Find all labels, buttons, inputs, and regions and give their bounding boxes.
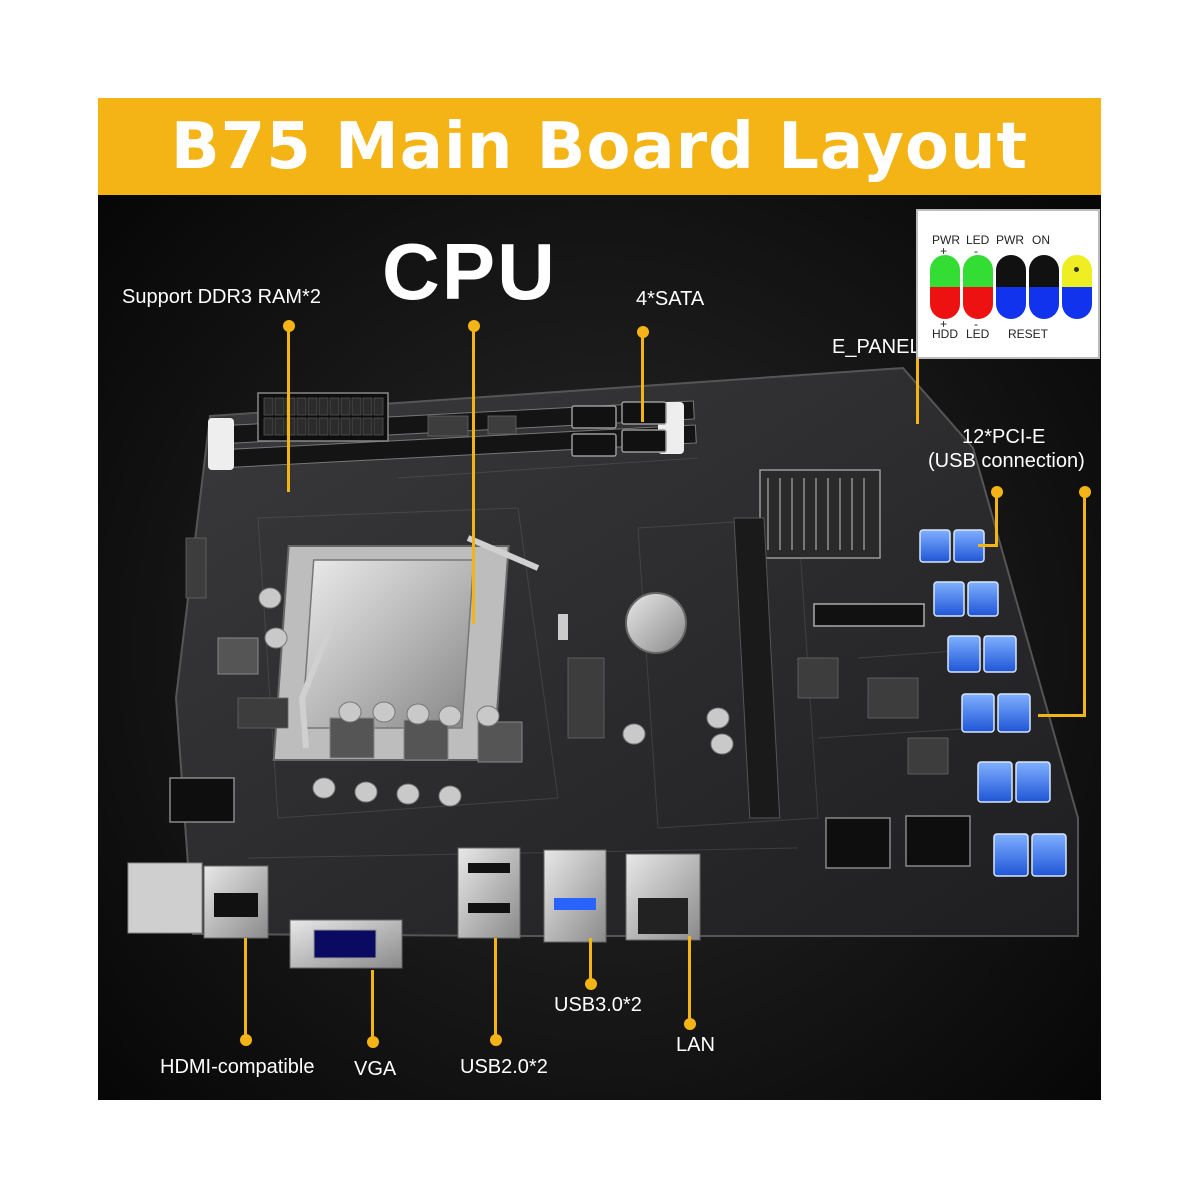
lan-leader-line <box>688 936 691 1022</box>
page-title: B75 Main Board Layout <box>170 109 1029 184</box>
pcie-label-line1: 12*PCI-E <box>962 426 1046 448</box>
e-panel-label: E_PANEL <box>832 336 921 358</box>
pin-4-bottom-color <box>1029 287 1059 319</box>
sata-leader-dot <box>637 326 649 338</box>
e-panel-pin-3 <box>996 255 1026 319</box>
e-panel-pin-2 <box>963 255 993 319</box>
polarity-plus-bottom: + <box>940 317 948 331</box>
usb-riser-ports <box>919 529 1067 877</box>
usb3-leader-line <box>589 938 592 984</box>
rear-io <box>127 847 701 969</box>
pin-label-on-top: ON <box>1032 233 1050 247</box>
pcie-leader-a-horizontal <box>978 544 998 547</box>
vga-leader-line <box>371 970 374 1040</box>
pin-2-top-color <box>963 255 993 287</box>
usb2-label: USB2.0*2 <box>460 1056 548 1078</box>
lan-leader-dot <box>684 1018 696 1030</box>
pin-label-reset-bottom: RESET <box>1008 327 1049 341</box>
pin-label-hdd-bottom: HDD <box>932 327 958 341</box>
vga-leader-dot <box>367 1036 379 1048</box>
e-panel-pin-diagram: PWR LED PWR ON + - + - HDD LED RESET <box>916 209 1100 359</box>
pcie-leader-b-horizontal <box>1038 714 1086 717</box>
pin-label-led-top: LED <box>966 233 990 247</box>
pin-4-top-color <box>1029 255 1059 287</box>
title-banner: B75 Main Board Layout <box>98 98 1101 195</box>
pin-label-led-bottom: LED <box>966 327 990 341</box>
usb3-label: USB3.0*2 <box>554 994 642 1016</box>
e-panel-leader-line <box>916 334 919 424</box>
pin-3-top-color <box>996 255 1026 287</box>
vrm-area <box>217 587 734 807</box>
lan-label: LAN <box>676 1034 715 1056</box>
pcie-power-connectors <box>169 777 971 869</box>
sata-label: 4*SATA <box>636 288 705 310</box>
ram-leader-dot <box>283 320 295 332</box>
polarity-plus-top: + <box>940 244 948 258</box>
pin-5-key-dot <box>1074 267 1079 272</box>
pcie-leader-b-vertical <box>1083 496 1086 716</box>
e-panel-pin-1 <box>930 255 960 319</box>
vga-label: VGA <box>354 1058 397 1080</box>
cpu-leader-line <box>472 326 475 624</box>
ram-leader-line <box>287 326 290 492</box>
atx-power-connector <box>257 392 389 442</box>
sata-leader-line <box>641 332 644 422</box>
pin-1-bottom-color <box>930 287 960 319</box>
pin-5-bottom-color <box>1062 287 1092 319</box>
sata-ports <box>571 401 667 457</box>
ram-label: Support DDR3 RAM*2 <box>122 286 321 308</box>
pcie-label-line2: (USB connection) <box>928 450 1085 472</box>
pcie-leader-a-vertical <box>995 496 998 546</box>
cpu-leader-dot <box>468 320 480 332</box>
pcie-leader-a-dot <box>991 486 1003 498</box>
hdmi-leader-dot <box>240 1034 252 1046</box>
usb3-leader-dot <box>585 978 597 990</box>
polarity-minus-bottom: - <box>974 317 978 331</box>
e-panel-pin-4 <box>1029 255 1059 319</box>
pin-label-pwr2-top: PWR <box>996 233 1024 247</box>
polarity-minus-top: - <box>974 244 978 258</box>
pin-1-top-color <box>930 255 960 287</box>
chipset-heatsink <box>759 469 881 559</box>
usb2-leader-dot <box>490 1034 502 1046</box>
usb2-leader-line <box>494 938 497 1038</box>
hdmi-leader-line <box>244 938 247 1038</box>
pin-2-bottom-color <box>963 287 993 319</box>
pin-3-bottom-color <box>996 287 1026 319</box>
pin-label-pwr-top: PWR <box>932 233 960 247</box>
pcie-leader-b-dot <box>1079 486 1091 498</box>
cpu-label: CPU <box>382 227 557 316</box>
board-image-frame: B75 Main Board Layout CPU Support DDR3 R… <box>98 98 1101 1100</box>
hdmi-label: HDMI-compatible <box>160 1056 315 1078</box>
e-panel-pin-5 <box>1062 255 1092 319</box>
cmos-battery <box>625 592 687 654</box>
